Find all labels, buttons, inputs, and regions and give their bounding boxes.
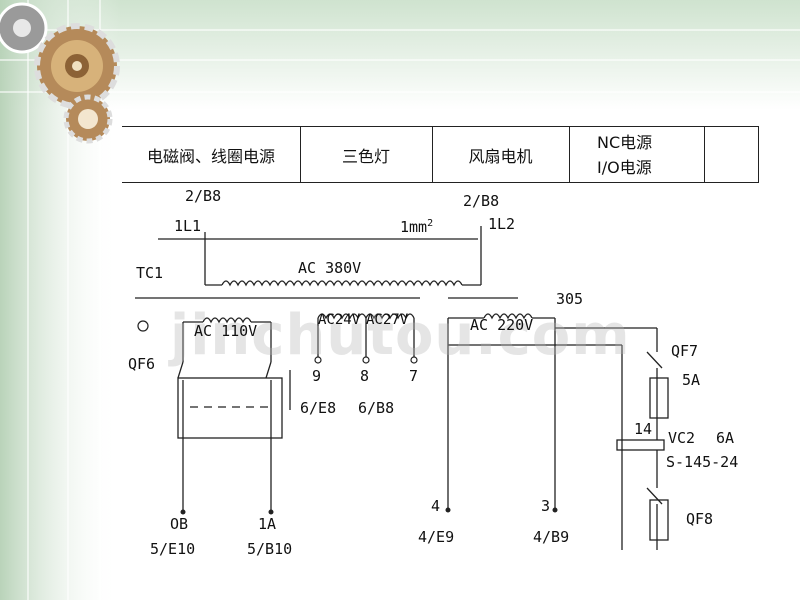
breaker-label-qf6: QF6	[128, 355, 156, 373]
wire-size-label: 1mm2	[400, 218, 433, 236]
terminal-label-3: 3	[541, 497, 551, 515]
node-label-305: 305	[556, 290, 584, 308]
node-label-14: 14	[634, 420, 653, 438]
gear-icon	[63, 94, 113, 144]
breaker-label-qf7: QF7	[671, 342, 699, 360]
wire-size-sup: 2	[427, 218, 434, 229]
power-supply-rating: 6A	[716, 429, 735, 447]
terminal-label: 7	[409, 367, 419, 385]
ref-label: 6/E8	[300, 399, 337, 417]
header-label: 三色灯	[341, 146, 390, 166]
voltage-label-ac27: AC27V	[366, 312, 409, 328]
header-cell-nc-io-power: NC电源 I/O电源	[569, 127, 705, 182]
header-label: NC电源	[597, 132, 653, 152]
terminal-label: 8	[360, 367, 370, 385]
ref-label: 4/B9	[533, 528, 570, 546]
terminal-label-4: 4	[431, 497, 441, 515]
header-cell-tricolor-lamp: 三色灯	[300, 127, 433, 182]
header-label: I/O电源	[597, 157, 652, 177]
ref-label: 2/B8	[185, 187, 222, 205]
ref-label: 2/B8	[463, 192, 500, 210]
primary-voltage-label: AC 380V	[298, 259, 362, 277]
header-label: 电磁阀、线圈电源	[146, 146, 275, 166]
voltage-label-ac110: AC 110V	[194, 322, 258, 340]
header-cell-fan-motor: 风扇电机	[432, 127, 570, 182]
header-table: 电磁阀、线圈电源 三色灯 风扇电机 NC电源 I/O电源	[122, 126, 759, 183]
gear-icon	[0, 2, 48, 54]
power-supply-model: S-145-24	[666, 453, 739, 471]
watermark: jinchutou.com	[170, 303, 631, 368]
ref-label: 4/E9	[418, 528, 455, 546]
gear-icon	[34, 23, 120, 109]
ref-label: 5/B10	[247, 540, 293, 558]
breaker-label-qf8: QF8	[686, 510, 714, 528]
terminal-label-1a: 1A	[258, 515, 277, 533]
header-label: 风扇电机	[468, 146, 533, 166]
line-label-1l2: 1L2	[488, 215, 516, 233]
header-cell-empty	[705, 127, 759, 182]
terminal-label-ob: OB	[170, 515, 189, 533]
wire-size-value: 1mm	[400, 218, 428, 236]
power-supply-label-vc2: VC2	[668, 429, 696, 447]
voltage-label-ac24: AC24V	[318, 312, 361, 328]
voltage-label-ac220: AC 220V	[470, 316, 534, 334]
ref-label: 6/B8	[358, 399, 395, 417]
ref-label: 5/E10	[150, 540, 196, 558]
transformer-label: TC1	[136, 264, 164, 282]
header-cell-solenoid-power: 电磁阀、线圈电源	[122, 127, 301, 182]
line-label-1l1: 1L1	[174, 217, 202, 235]
terminal-label: 9	[312, 367, 322, 385]
breaker-rating: 5A	[682, 371, 701, 389]
